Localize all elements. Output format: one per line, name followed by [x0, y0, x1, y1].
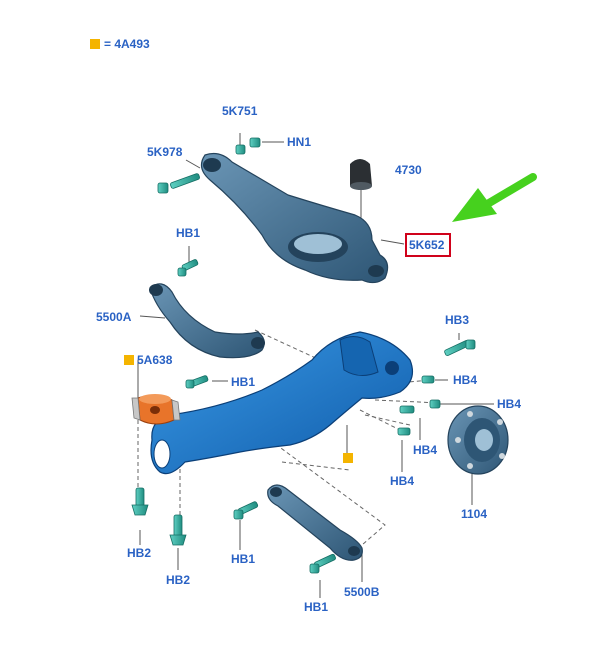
label-HB4-lower: HB4 — [390, 474, 415, 488]
label-HB2-right: HB2 — [166, 573, 191, 587]
label-HN1: HN1 — [287, 135, 312, 149]
marker-square-legend — [90, 39, 100, 49]
label-HB1-lower: HB1 — [231, 552, 256, 566]
upper-arm-5500A — [149, 283, 265, 359]
label-HB1-top: HB1 — [176, 226, 201, 240]
green-arrow — [452, 173, 537, 222]
highlight-box-5K652 — [405, 233, 451, 257]
label-5A638: 5A638 — [137, 353, 173, 367]
lower-link-5500B — [267, 484, 363, 561]
label-5K978: 5K978 — [147, 145, 183, 159]
label-1104: 1104 — [461, 507, 488, 521]
label-HB4-upper: HB4 — [453, 373, 478, 387]
bump-stop-4730 — [350, 159, 372, 190]
label-5K652: 5K652 — [409, 238, 445, 252]
bushing-5A638 — [131, 394, 181, 425]
lower-control-arm-5K652 — [200, 152, 389, 284]
leader-lines — [137, 133, 494, 598]
trailing-arm-knuckle — [150, 331, 413, 475]
label-HB1-middle: HB1 — [231, 375, 256, 389]
label-HB4-right: HB4 — [497, 397, 522, 411]
label-HB4-middle: HB4 — [413, 443, 438, 457]
label-5500A: 5500A — [96, 310, 132, 324]
label-HB2-left: HB2 — [127, 546, 152, 560]
label-HB1-bottom: HB1 — [304, 600, 329, 614]
label-5500B: 5500B — [344, 585, 380, 599]
fasteners — [131, 137, 476, 574]
wheel-hub-1104 — [447, 405, 509, 475]
label-4730: 4730 — [395, 163, 422, 177]
legend-text: = 4A493 — [104, 37, 150, 51]
marker-square-knuckle — [343, 453, 353, 463]
label-HB3: HB3 — [445, 313, 470, 327]
marker-square-5A638 — [124, 355, 134, 365]
label-5K751: 5K751 — [222, 104, 258, 118]
